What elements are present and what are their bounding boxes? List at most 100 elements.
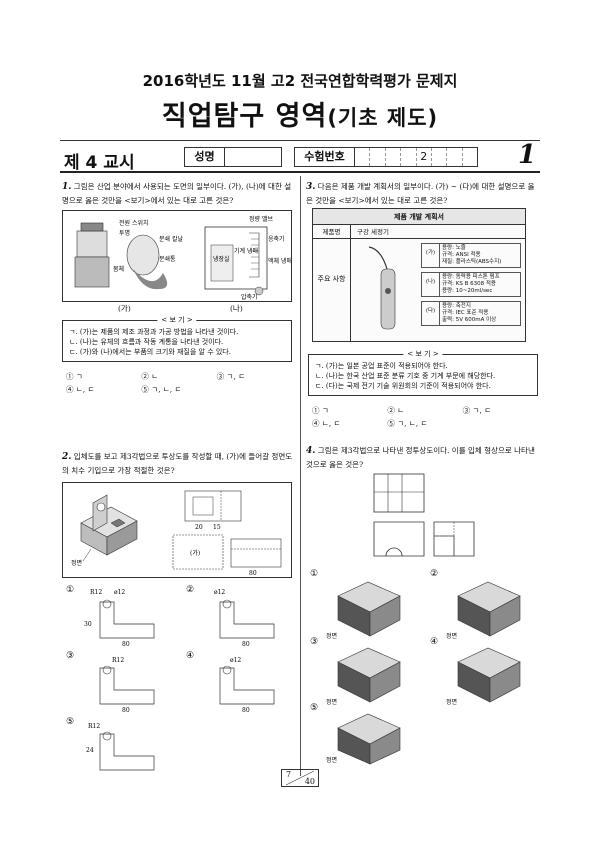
q1-label-a: (가) bbox=[118, 304, 131, 313]
q2-number: 2. bbox=[62, 452, 72, 462]
q3-product-label: 제품명 bbox=[313, 225, 351, 238]
q3-bogi-item: ㄴ. (나)는 한국 산업 표준 분류 기호 중 기계 부문에 해당한다. bbox=[315, 372, 496, 380]
grinder-base-icon bbox=[74, 256, 110, 288]
choice-3-num: ③ bbox=[66, 651, 74, 661]
page-counter: 7 40 bbox=[281, 769, 319, 787]
choice-4-dim-phi: ø12 bbox=[230, 657, 241, 664]
compressor-icon bbox=[254, 286, 264, 296]
id-cell bbox=[386, 148, 402, 166]
q1-option[interactable]: ④ ㄴ, ㄷ bbox=[66, 385, 95, 394]
q4-choice-5-num: ⑤ bbox=[310, 703, 318, 713]
choice-3-dim-r: R12 bbox=[112, 657, 124, 664]
q1-option[interactable]: ⑤ ㄱ, ㄴ, ㄷ bbox=[141, 385, 182, 394]
q3-option[interactable]: ⑤ ㄱ, ㄴ, ㄷ bbox=[387, 419, 428, 428]
page-number: 1 bbox=[518, 140, 537, 170]
q3-doc: 제품 개발 계획서 제품명 구강 세정기 주요 사항 (가) 용량: 노즐 규격… bbox=[312, 208, 526, 342]
q4-choice-2: ② 정면 bbox=[430, 569, 521, 640]
q4-front-5: 정면 bbox=[326, 756, 337, 764]
q4-front-2: 정면 bbox=[446, 632, 457, 640]
id-cell-value: 2 bbox=[417, 148, 432, 166]
q4-choice-3-num: ③ bbox=[310, 637, 318, 647]
q3-option[interactable]: ① ㄱ bbox=[312, 406, 329, 415]
label-a-3: 분쇄 칼날 bbox=[159, 235, 183, 243]
q3-doc-title: 제품 개발 계획서 bbox=[313, 209, 525, 225]
q2-placeholder: (가) bbox=[190, 549, 200, 557]
q2-question: 2. 입체도를 보고 제3각법으로 투상도를 작성할 때, (가)에 들어갈 정… bbox=[62, 450, 294, 477]
label-a-4: 분쇄통 bbox=[159, 255, 176, 263]
q3-bogi-item: ㄷ. (다)는 국제 전기 기술 위원회의 기준이 적용되어야 한다. bbox=[315, 382, 491, 390]
powder-icon bbox=[133, 269, 168, 290]
q3-section-label: 주요 사항 bbox=[313, 239, 351, 341]
q3-bogi-item: ㄱ. (가)는 일본 공업 표준이 적용되어야 한다. bbox=[315, 362, 448, 370]
q1-text: 그림은 산업 분야에서 사용되는 도면의 일부이다. (가), (나)에 대한 … bbox=[62, 182, 292, 205]
choice-5-num: ⑤ bbox=[66, 717, 74, 727]
exam-number-field[interactable]: 수험번호 2 bbox=[294, 147, 478, 167]
q4-choices: ① 정면 ② 정면 ③ 정면 ④ 정면 ⑤ bbox=[308, 566, 540, 766]
label-b-2: 냉장실 bbox=[213, 255, 230, 263]
q2-text: 입체도를 보고 제3각법으로 투상도를 작성할 때, (가)에 들어갈 정면도의… bbox=[62, 452, 293, 475]
q1-bogi-item: ㄷ. (가)와 (나)에서는 부품의 크기와 재질을 알 수 있다. bbox=[69, 348, 231, 356]
label-b-1: 응축기 bbox=[268, 235, 285, 243]
subject-title: 직업탐구 영역(기초 제도) bbox=[0, 94, 600, 133]
choice-1-dim-30: 30 bbox=[84, 621, 92, 628]
q2-choices-drawing: ① R12 ø12 30 80 ② ø12 80 ③ R12 80 ④ ø12 bbox=[66, 585, 275, 771]
q3-row-line: 규격: IEC 표준 적용 bbox=[442, 310, 489, 316]
q4-choice-3: ③ 정면 bbox=[310, 637, 401, 706]
q3-row-line: 용량: 10~20ml/sec bbox=[442, 288, 493, 294]
q2-choice-4: ④ ø12 80 bbox=[186, 651, 275, 714]
choice-2-dim-phi: ø12 bbox=[214, 589, 225, 596]
q3-row-line: 용량: 축전지 bbox=[442, 303, 471, 309]
q1-option[interactable]: ③ ㄱ, ㄷ bbox=[216, 372, 246, 381]
choice-4-num: ④ bbox=[186, 651, 194, 661]
q2-choices: ① R12 ø12 30 80 ② ø12 80 ③ R12 80 ④ ø12 bbox=[64, 582, 294, 772]
grinder-lid-icon bbox=[80, 222, 104, 232]
oral-irrigator-icon bbox=[368, 246, 396, 330]
id-cell bbox=[355, 148, 371, 166]
fridge-compartment-icon bbox=[210, 244, 234, 282]
q3-row-line: 용량: 동력용 피스톤 펌프 bbox=[442, 274, 500, 280]
q3-option[interactable]: ③ ㄱ, ㄷ bbox=[462, 406, 492, 415]
q3-detail-area: 주요 사항 (가) 용량: 노즐 규격: ANSI 적용 재질: 플라스틱(AB… bbox=[313, 239, 525, 341]
q4-front-3: 정면 bbox=[326, 698, 337, 706]
q3-row-tag: (나) bbox=[422, 273, 440, 296]
current-page: 7 bbox=[286, 770, 292, 779]
q3-options: ① ㄱ ② ㄴ ③ ㄱ, ㄷ ④ ㄴ, ㄷ ⑤ ㄱ, ㄴ, ㄷ bbox=[312, 404, 538, 430]
q3-rows: (가) 용량: 노즐 규격: ANSI 적용 재질: 플라스틱(ABS수지) (… bbox=[421, 239, 525, 341]
q4-choice-4-num: ④ bbox=[430, 637, 438, 647]
q3-option[interactable]: ④ ㄴ, ㄷ bbox=[312, 419, 341, 428]
q3-row-line: 규격: ANSI 적용 bbox=[442, 252, 481, 258]
choice-1-dim-80: 80 bbox=[122, 641, 130, 648]
q1-question: 1. 그림은 산업 분야에서 사용되는 도면의 일부이다. (가), (나)에 … bbox=[62, 180, 294, 207]
q2-drawing: 정면 20 15 (가) 80 bbox=[71, 490, 282, 577]
q4-choice-4: ④ 정면 bbox=[430, 637, 521, 706]
q3-row-tag: (다) bbox=[422, 302, 440, 325]
id-cell bbox=[401, 148, 417, 166]
name-field[interactable]: 성명 bbox=[184, 147, 282, 167]
q1-label-b: (나) bbox=[230, 304, 243, 313]
session-label: 제 4 교시 bbox=[64, 153, 135, 173]
grinder-bowl-icon bbox=[126, 234, 160, 276]
choice-3-dim-80: 80 bbox=[122, 707, 130, 714]
q4-text: 그림은 제3각법으로 나타낸 정투상도이다. 이를 입체 형상으로 나타낸 것으… bbox=[306, 446, 535, 469]
q1-bogi-title: < 보 기 > bbox=[157, 315, 197, 325]
q3-row: (가) 용량: 노즐 규격: ANSI 적용 재질: 플라스틱(ABS수지) bbox=[421, 243, 521, 268]
name-label: 성명 bbox=[185, 148, 225, 166]
choice-2-dim-80: 80 bbox=[242, 641, 250, 648]
choice-2-num: ② bbox=[186, 585, 194, 595]
label-b-5: 압축기 bbox=[241, 293, 258, 301]
q3-row-tag: (가) bbox=[422, 244, 440, 267]
header-rule bbox=[60, 140, 540, 141]
q4-orthographic-drawing bbox=[373, 473, 475, 557]
q3-option[interactable]: ② ㄴ bbox=[387, 406, 405, 415]
q1-option[interactable]: ① ㄱ bbox=[66, 372, 83, 381]
q3-row-line: 재질: 플라스틱(ABS수지) bbox=[442, 259, 502, 265]
q2-choice-1: ① R12 ø12 30 80 bbox=[66, 585, 155, 648]
q4-orthographic bbox=[364, 472, 484, 562]
q1-bogi-box: < 보 기 > ㄱ. (가)는 제품의 제조 과정과 가공 방법을 나타낸 것이… bbox=[62, 315, 292, 362]
q3-device-image bbox=[351, 239, 421, 341]
q4-choice-1-num: ① bbox=[310, 569, 318, 579]
q1-option[interactable]: ② ㄴ bbox=[141, 372, 159, 381]
label-a-2: 몸체 bbox=[113, 265, 124, 273]
grinder-body-icon bbox=[76, 230, 108, 258]
q3-bogi-box: < 보 기 > ㄱ. (가)는 일본 공업 표준이 적용되어야 한다. ㄴ. (… bbox=[308, 349, 538, 396]
